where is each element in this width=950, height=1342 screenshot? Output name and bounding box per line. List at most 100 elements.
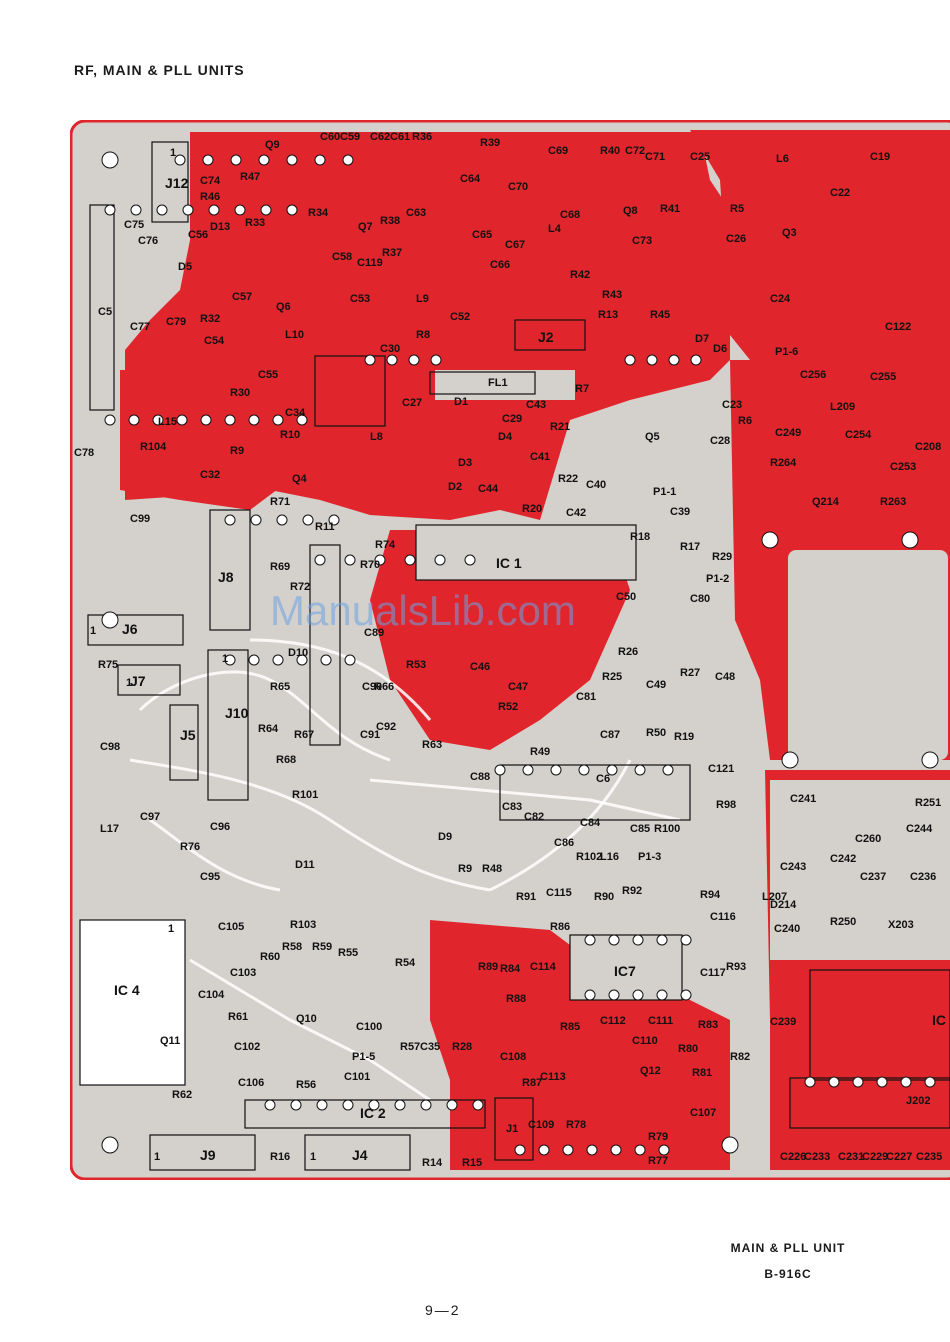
- pad-hole: [104, 204, 116, 216]
- label-r63: R63: [422, 739, 442, 751]
- label-q3: Q3: [782, 227, 797, 239]
- pad-hole: [464, 554, 476, 566]
- label-r26: R26: [618, 646, 638, 658]
- label-r66: R66: [374, 681, 394, 693]
- label-r77: R77: [648, 1155, 668, 1167]
- label-c70: C70: [508, 181, 528, 193]
- trace-e: [489, 759, 632, 892]
- label-c237: C237: [860, 871, 886, 883]
- label-j6: J6: [122, 621, 138, 637]
- window-right-shield: [788, 550, 948, 760]
- label-r70: R70: [360, 559, 380, 571]
- label-pin1-j10: 1: [222, 653, 228, 665]
- label-c81: C81: [576, 691, 596, 703]
- label-c57: C57: [232, 291, 252, 303]
- label-r65: R65: [270, 681, 290, 693]
- label-r10: R10: [280, 429, 300, 441]
- label-c89: C89: [364, 627, 384, 639]
- label-d13: D13: [210, 221, 230, 233]
- label-c64: C64: [460, 173, 481, 185]
- label-c87: C87: [600, 729, 620, 741]
- label-r92: R92: [622, 885, 642, 897]
- label-c243: C243: [780, 861, 806, 873]
- label-c233: C233: [804, 1151, 830, 1163]
- label-p11: P1-1: [653, 486, 676, 498]
- label-c116: C116: [710, 911, 736, 923]
- pad-hole: [296, 654, 308, 666]
- label-q8: Q8: [623, 205, 638, 217]
- label-r59: R59: [312, 941, 332, 953]
- label-l6: L6: [776, 153, 789, 165]
- label-c67: C67: [505, 239, 525, 251]
- label-r264: R264: [770, 457, 797, 469]
- label-c101: C101: [344, 1071, 370, 1083]
- label-c249: C249: [775, 427, 801, 439]
- label-fl1: FL1: [488, 377, 508, 389]
- label-c253: C253: [890, 461, 916, 473]
- label-r8: R8: [416, 329, 430, 341]
- label-c66: C66: [490, 259, 510, 271]
- trace-f: [189, 958, 431, 1102]
- label-p13: P1-3: [638, 851, 661, 863]
- outline-j5: [169, 704, 199, 781]
- label-c23: C23: [722, 399, 742, 411]
- label-c65: C65: [472, 229, 492, 241]
- label-r46: R46: [200, 191, 220, 203]
- pad-hole: [420, 1099, 432, 1111]
- pad-hole: [302, 514, 314, 526]
- label-x203: X203: [888, 919, 914, 931]
- label-c54: C54: [204, 335, 225, 347]
- label-q214: Q214: [812, 496, 840, 508]
- trace-g: [149, 818, 281, 892]
- pad-hole: [852, 1076, 864, 1088]
- label-c6: C6: [596, 773, 610, 785]
- label-r21: R21: [550, 421, 570, 433]
- label-l17: L17: [100, 823, 119, 835]
- label-pin1-j12: 1: [170, 147, 176, 159]
- label-p15: P1-5: [352, 1051, 375, 1063]
- pad-hole: [286, 154, 298, 166]
- label-c260: C260: [855, 833, 881, 845]
- label-r53: R53: [406, 659, 426, 671]
- label-c46: C46: [470, 661, 490, 673]
- pad-hole: [538, 1144, 550, 1156]
- label-r52: R52: [498, 701, 518, 713]
- pad-hole: [260, 204, 272, 216]
- label-c103: C103: [230, 967, 256, 979]
- label-r13: R13: [598, 309, 618, 321]
- pad-hole: [828, 1076, 840, 1088]
- pad-hole: [608, 989, 620, 1001]
- label-r20: R20: [522, 503, 542, 515]
- label-c19: C19: [870, 151, 890, 163]
- pad-hole: [342, 154, 354, 166]
- label-r41: R41: [660, 203, 680, 215]
- pad-hole: [522, 764, 534, 776]
- pad-hole: [434, 554, 446, 566]
- label-c107: C107: [690, 1107, 716, 1119]
- label-r61: R61: [228, 1011, 248, 1023]
- pad-hole: [634, 1144, 646, 1156]
- label-r43: R43: [602, 289, 622, 301]
- label-c91: C91: [360, 729, 380, 741]
- label-r16: R16: [270, 1151, 290, 1163]
- pad-hole: [656, 989, 668, 1001]
- pad-hole: [152, 414, 164, 426]
- pad-hole: [900, 1076, 912, 1088]
- label-c102: C102: [234, 1041, 260, 1053]
- label-r25: R25: [602, 671, 622, 683]
- pad-hole: [296, 414, 308, 426]
- label-r72: R72: [290, 581, 310, 593]
- pad-hole: [156, 204, 168, 216]
- label-c119: C119: [357, 257, 383, 269]
- label-r14: R14: [422, 1157, 443, 1169]
- label-c77: C77: [130, 321, 150, 333]
- pad-hole: [344, 654, 356, 666]
- label-c99: C99: [130, 513, 150, 525]
- pad-hole: [876, 1076, 888, 1088]
- pad-hole: [404, 554, 416, 566]
- label-c44: C44: [478, 483, 499, 495]
- label-d3: D3: [458, 457, 472, 469]
